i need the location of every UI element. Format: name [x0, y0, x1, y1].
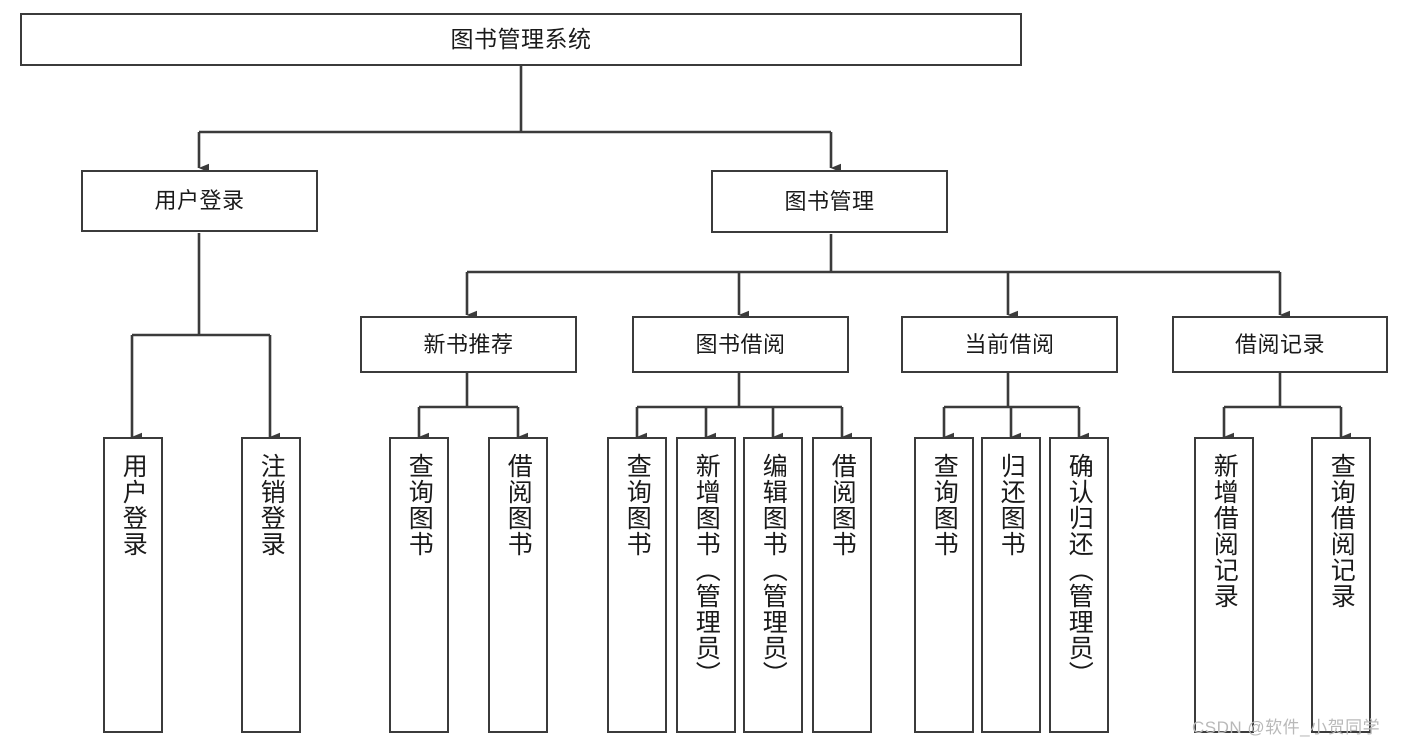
- watermark-text: CSDN @软件_小贺同学: [1192, 718, 1381, 737]
- node-label: 图书借阅: [695, 331, 786, 357]
- node-label: 查询图书: [405, 453, 434, 557]
- node-book-borrow[interactable]: 图书借阅: [632, 316, 849, 373]
- node-label: 注销登录: [257, 453, 286, 557]
- leaf-borrow-edit-book-admin[interactable]: 编辑图书（管理员）: [743, 437, 803, 733]
- leaf-record-query-record[interactable]: 查询借阅记录: [1311, 437, 1371, 733]
- node-label: 图书管理: [784, 188, 875, 214]
- node-label: 新书推荐: [423, 331, 514, 357]
- node-label: 新增借阅记录: [1210, 453, 1239, 609]
- leaf-user-login-logout[interactable]: 注销登录: [241, 437, 301, 733]
- node-label: 借阅记录: [1234, 331, 1325, 357]
- leaf-borrow-query-book[interactable]: 查询图书: [607, 437, 667, 733]
- node-book-management[interactable]: 图书管理: [711, 170, 948, 233]
- node-label: 用户登录: [154, 188, 245, 214]
- leaf-recommend-borrow-book[interactable]: 借阅图书: [488, 437, 548, 733]
- leaf-recommend-query-book[interactable]: 查询图书: [389, 437, 449, 733]
- node-label: 图书管理系统: [450, 25, 592, 52]
- node-label: 查询图书: [930, 453, 959, 557]
- node-current-borrow[interactable]: 当前借阅: [901, 316, 1118, 373]
- node-label: 新增图书（管理员）: [692, 453, 721, 687]
- node-label: 编辑图书（管理员）: [759, 453, 788, 687]
- leaf-record-add-record[interactable]: 新增借阅记录: [1194, 437, 1254, 733]
- node-new-book-recommend[interactable]: 新书推荐: [360, 316, 577, 373]
- node-label: 归还图书: [997, 453, 1026, 557]
- node-borrow-record[interactable]: 借阅记录: [1172, 316, 1388, 373]
- leaf-current-query-book[interactable]: 查询图书: [914, 437, 974, 733]
- node-user-login[interactable]: 用户登录: [81, 170, 318, 232]
- leaf-current-confirm-return-admin[interactable]: 确认归还（管理员）: [1049, 437, 1109, 733]
- leaf-current-return-book[interactable]: 归还图书: [981, 437, 1041, 733]
- leaf-user-login-login[interactable]: 用户登录: [103, 437, 163, 733]
- node-label: 查询图书: [623, 453, 652, 557]
- node-root-system[interactable]: 图书管理系统: [20, 13, 1022, 66]
- node-label: 当前借阅: [964, 331, 1055, 357]
- leaf-borrow-add-book-admin[interactable]: 新增图书（管理员）: [676, 437, 736, 733]
- node-label: 借阅图书: [504, 453, 533, 557]
- node-label: 用户登录: [119, 453, 148, 557]
- leaf-borrow-borrow-book[interactable]: 借阅图书: [812, 437, 872, 733]
- node-label: 借阅图书: [828, 453, 857, 557]
- node-label: 查询借阅记录: [1327, 453, 1356, 609]
- node-label: 确认归还（管理员）: [1065, 453, 1094, 687]
